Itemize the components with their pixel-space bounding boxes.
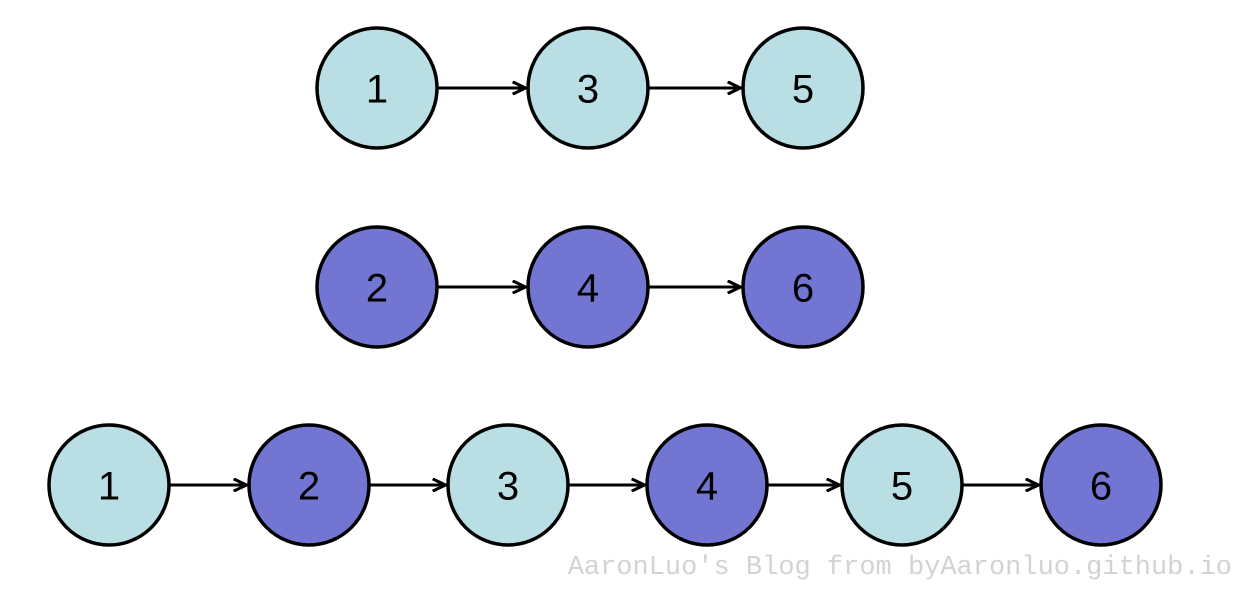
odd-linked-list: 1 3 5 — [315, 26, 865, 150]
odd-linked-list-node-1: 1 — [315, 26, 439, 150]
even-linked-list: 2 4 6 — [315, 225, 865, 349]
merged-linked-list-node-6: 6 — [1039, 423, 1163, 547]
node-circle — [526, 225, 650, 349]
node-label: 6 — [792, 266, 814, 310]
merged-linked-list-node-1: 1 — [47, 423, 171, 547]
node-circle — [247, 423, 371, 547]
merged-linked-list-node-5: 5 — [840, 423, 964, 547]
odd-linked-list-node-5: 5 — [741, 26, 865, 150]
node-circle — [645, 423, 769, 547]
even-linked-list-node-6: 6 — [741, 225, 865, 349]
node-label: 2 — [298, 464, 320, 508]
node-label: 5 — [792, 67, 814, 111]
node-label: 4 — [696, 464, 718, 508]
node-label: 1 — [98, 464, 120, 508]
node-circle — [446, 423, 570, 547]
node-label: 3 — [497, 464, 519, 508]
even-linked-list-node-2: 2 — [315, 225, 439, 349]
node-circle — [315, 26, 439, 150]
node-label: 4 — [577, 266, 599, 310]
even-linked-list-node-4: 4 — [526, 225, 650, 349]
merged-linked-list-node-3: 3 — [446, 423, 570, 547]
node-circle — [526, 26, 650, 150]
merged-linked-list: 1 2 3 4 5 6 — [47, 423, 1163, 547]
odd-linked-list-node-3: 3 — [526, 26, 650, 150]
node-label: 5 — [891, 464, 913, 508]
node-circle — [741, 26, 865, 150]
node-circle — [741, 225, 865, 349]
node-circle — [840, 423, 964, 547]
node-label: 1 — [366, 67, 388, 111]
node-label: 6 — [1090, 464, 1112, 508]
merged-linked-list-node-2: 2 — [247, 423, 371, 547]
watermark: AaronLuo's Blog from byAaronluo.github.i… — [567, 553, 1232, 583]
merged-linked-list-node-4: 4 — [645, 423, 769, 547]
node-label: 3 — [577, 67, 599, 111]
node-circle — [47, 423, 171, 547]
node-label: 2 — [366, 266, 388, 310]
node-circle — [315, 225, 439, 349]
node-circle — [1039, 423, 1163, 547]
